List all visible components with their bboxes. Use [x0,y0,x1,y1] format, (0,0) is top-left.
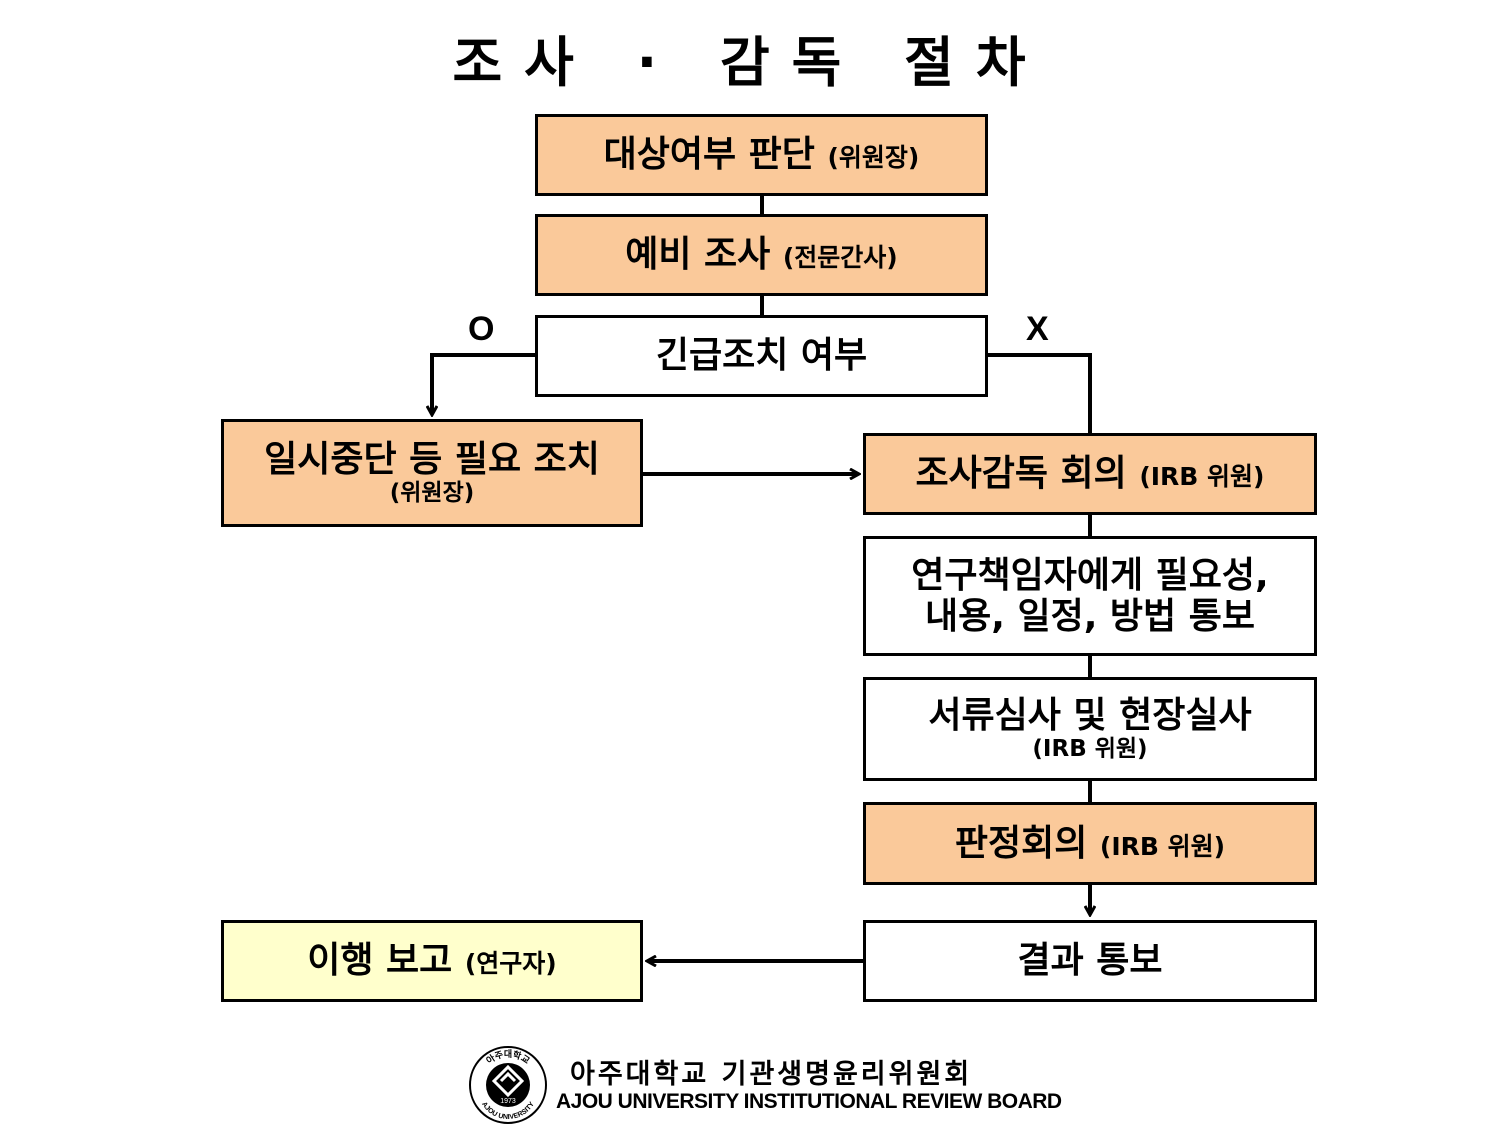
node-preliminary-main: 예비 조사 [625,234,771,276]
connector-emergency-suspension [432,353,536,414]
node-target-decision-main: 대상여부 판단 [603,134,815,176]
node-judgment-meeting: 판정회의 (IRB 위원) [863,802,1317,885]
node-meeting-sub: (IRB 위원) [1139,462,1265,492]
node-suspension-measures: 일시중단 등 필요 조치 (위원장) [221,419,643,527]
node-review-sub: (IRB 위원) [1032,735,1148,762]
node-result-notification: 결과 통보 [863,920,1317,1002]
node-notify-pi: 연구책임자에게 필요성, 내용, 일정, 방법 통보 [863,536,1317,656]
branch-label-no: X [1026,310,1049,348]
node-emergency-main: 긴급조치 여부 [655,335,868,377]
node-notify-pi-line1: 연구책임자에게 필요성, [911,554,1269,596]
node-preliminary-sub: (전문간사) [782,243,898,273]
node-investigation-meeting: 조사감독 회의 (IRB 위원) [863,433,1317,515]
organization-name-korean: 아주대학교 기관생명윤리위원회 [570,1059,973,1090]
node-target-decision-sub: (위원장) [827,143,920,173]
svg-text:1973: 1973 [500,1098,516,1105]
node-judgment-sub: (IRB 위원) [1099,831,1226,861]
node-result-main: 결과 통보 [1017,940,1163,982]
svg-text:아주대학교: 아주대학교 [484,1048,532,1067]
node-suspension-sub: (위원장) [389,479,475,506]
node-emergency-decision: 긴급조치 여부 [535,315,988,397]
branch-label-yes: O [468,310,495,348]
node-document-site-review: 서류심사 및 현장실사 (IRB 위원) [863,677,1317,781]
organization-name-english: AJOU UNIVERSITY INSTITUTIONAL REVIEW BOA… [556,1090,1062,1113]
node-report-main: 이행 보고 [307,940,453,982]
node-compliance-report: 이행 보고 (연구자) [221,920,643,1002]
node-suspension-main: 일시중단 등 필요 조치 [264,438,600,480]
connector-emergency-meeting [987,353,1092,434]
node-report-sub: (연구자) [464,949,557,979]
node-meeting-main: 조사감독 회의 [915,453,1127,495]
node-target-decision: 대상여부 판단 (위원장) [535,114,988,196]
ajou-university-seal-icon: 1973 아주대학교 AJOU UNIVERSITY [469,1046,547,1124]
page-title: 조사 · 감독 절차 [452,31,1048,94]
node-review-main: 서류심사 및 현장실사 [928,694,1252,736]
node-preliminary-investigation: 예비 조사 (전문간사) [535,214,988,296]
node-judgment-main: 판정회의 [954,822,1088,864]
node-notify-pi-line2: 내용, 일정, 방법 통보 [925,596,1255,637]
